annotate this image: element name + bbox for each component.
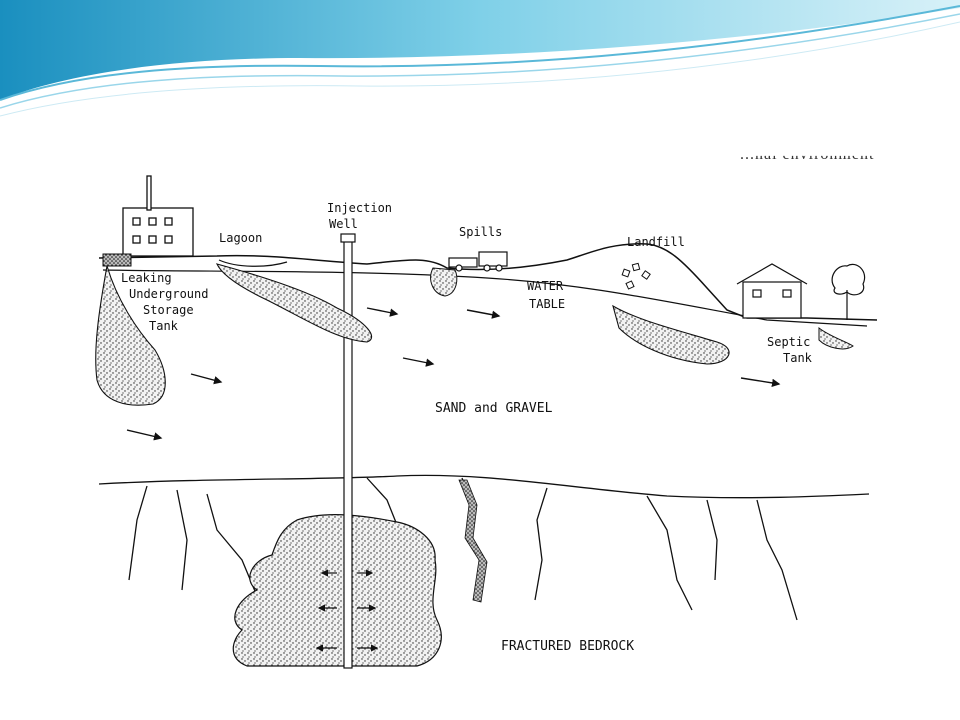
groundwater-contamination-diagram: Injection Well Lagoon Spills Landfill Le… <box>95 175 878 669</box>
spill-truck <box>448 251 508 272</box>
tree <box>831 263 866 320</box>
label-landfill: Landfill <box>627 235 685 249</box>
landfill-plume <box>612 304 730 365</box>
label-bedrock: FRACTURED BEDROCK <box>501 639 634 654</box>
bedrock-fractures <box>128 477 798 621</box>
factory-building <box>122 175 194 257</box>
label-spills: Spills <box>459 225 502 239</box>
injection-plume <box>232 514 442 667</box>
cut-off-caption: ...nal environment <box>740 146 875 163</box>
groundwater-flow-arrows <box>126 307 781 441</box>
underground-storage-tank <box>102 253 132 267</box>
water-table-line <box>102 269 868 327</box>
label-leaking-1: Leaking <box>121 271 172 285</box>
spill-plume <box>430 267 458 297</box>
label-leaking-2: Underground <box>129 287 208 301</box>
landfill-debris <box>621 262 651 290</box>
injection-well-cap <box>340 233 356 243</box>
septic-plume <box>818 326 854 350</box>
lagoon-pond <box>218 259 288 267</box>
label-leaking-4: Tank <box>149 319 179 333</box>
fracture-plume-stippled <box>458 479 488 603</box>
label-injection-well-2: Well <box>329 217 358 231</box>
label-septic-2: Tank <box>783 351 813 365</box>
label-water-table-2: TABLE <box>529 297 565 311</box>
label-water-table-1: WATER <box>527 279 564 293</box>
header-wave-banner <box>0 0 960 117</box>
label-injection-well-1: Injection <box>327 201 392 215</box>
house <box>736 263 808 319</box>
tank-plume <box>95 265 166 406</box>
label-leaking-3: Storage <box>143 303 194 317</box>
bedrock-boundary <box>98 474 870 499</box>
lagoon-plume <box>216 263 373 343</box>
label-lagoon: Lagoon <box>219 231 262 245</box>
plume-flow-arrows <box>315 569 379 652</box>
label-sand-gravel: SAND and GRAVEL <box>435 401 553 416</box>
injection-well-casing <box>343 237 353 669</box>
label-septic-1: Septic <box>767 335 810 349</box>
